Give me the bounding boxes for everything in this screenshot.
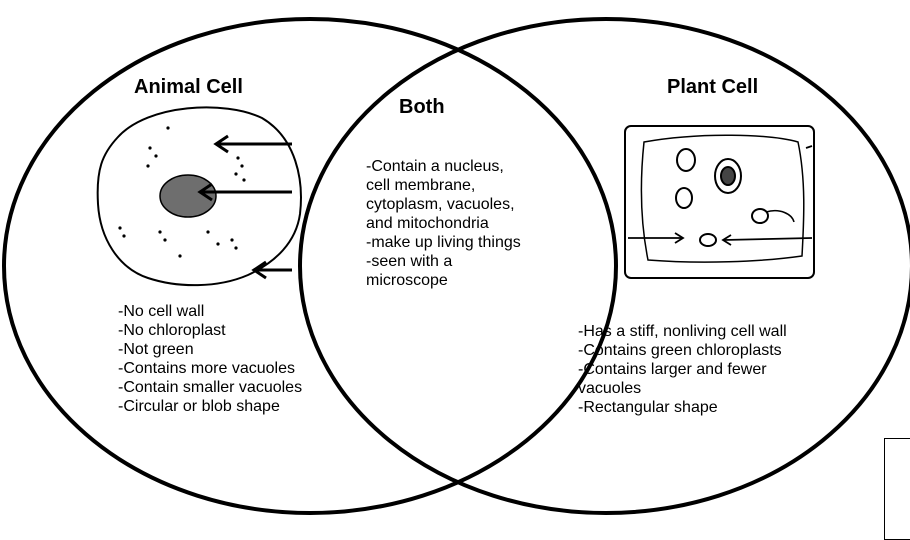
fact-item: -No chloroplast — [118, 321, 302, 340]
fact-item: -Contains more vacuoles — [118, 359, 302, 378]
fact-item: microscope — [366, 271, 521, 290]
fact-item: -Rectangular shape — [578, 398, 787, 417]
plant-cell-title: Plant Cell — [667, 76, 758, 99]
plant-cell-drawing — [625, 126, 814, 278]
chloroplast — [752, 209, 768, 223]
plant-cell-wall — [625, 126, 814, 278]
plant-nucleolus — [721, 167, 735, 185]
both-facts: -Contain a nucleus, cell membrane, cytop… — [366, 157, 521, 290]
corner-frame — [884, 438, 910, 540]
fact-item: cell membrane, — [366, 176, 521, 195]
chloroplast — [677, 149, 695, 171]
fact-item: -Contains larger and fewer — [578, 360, 787, 379]
animal-cell-title: Animal Cell — [134, 76, 243, 99]
fact-item: -Contains green chloroplasts — [578, 341, 787, 360]
pointer-arrow — [806, 146, 812, 148]
fact-item: -seen with a — [366, 252, 521, 271]
fact-item: -Not green — [118, 340, 302, 359]
left-circle — [4, 19, 616, 513]
chloroplast — [676, 188, 692, 208]
chloroplast — [700, 234, 716, 246]
vacuole-sketch — [766, 211, 794, 222]
plant-cell-membrane — [641, 135, 803, 262]
fact-item: -Contain smaller vacuoles — [118, 378, 302, 397]
animal-cell-drawing — [98, 107, 301, 285]
pointer-arrow — [724, 238, 812, 240]
animal-cell-arrows — [200, 136, 292, 278]
both-title: Both — [399, 96, 445, 119]
animal-cell-facts: -No cell wall -No chloroplast -Not green… — [118, 302, 302, 416]
fact-item: vacuoles — [578, 379, 787, 398]
fact-item: and mitochondria — [366, 214, 521, 233]
plant-cell-facts: -Has a stiff, nonliving cell wall -Conta… — [578, 322, 787, 417]
fact-item: -Has a stiff, nonliving cell wall — [578, 322, 787, 341]
fact-item: -No cell wall — [118, 302, 302, 321]
fact-item: -make up living things — [366, 233, 521, 252]
fact-item: -Contain a nucleus, — [366, 157, 521, 176]
fact-item: -Circular or blob shape — [118, 397, 302, 416]
fact-item: cytoplasm, vacuoles, — [366, 195, 521, 214]
plant-cell-arrows — [628, 146, 812, 245]
